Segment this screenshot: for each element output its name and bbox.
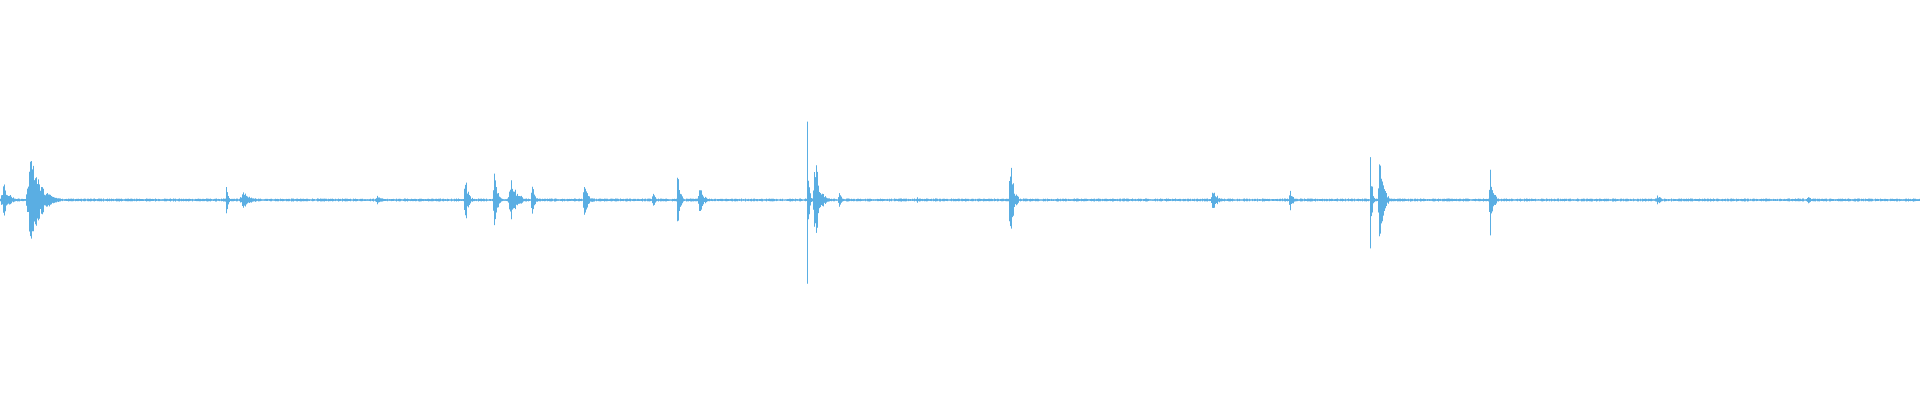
waveform-peaks <box>0 121 1920 284</box>
